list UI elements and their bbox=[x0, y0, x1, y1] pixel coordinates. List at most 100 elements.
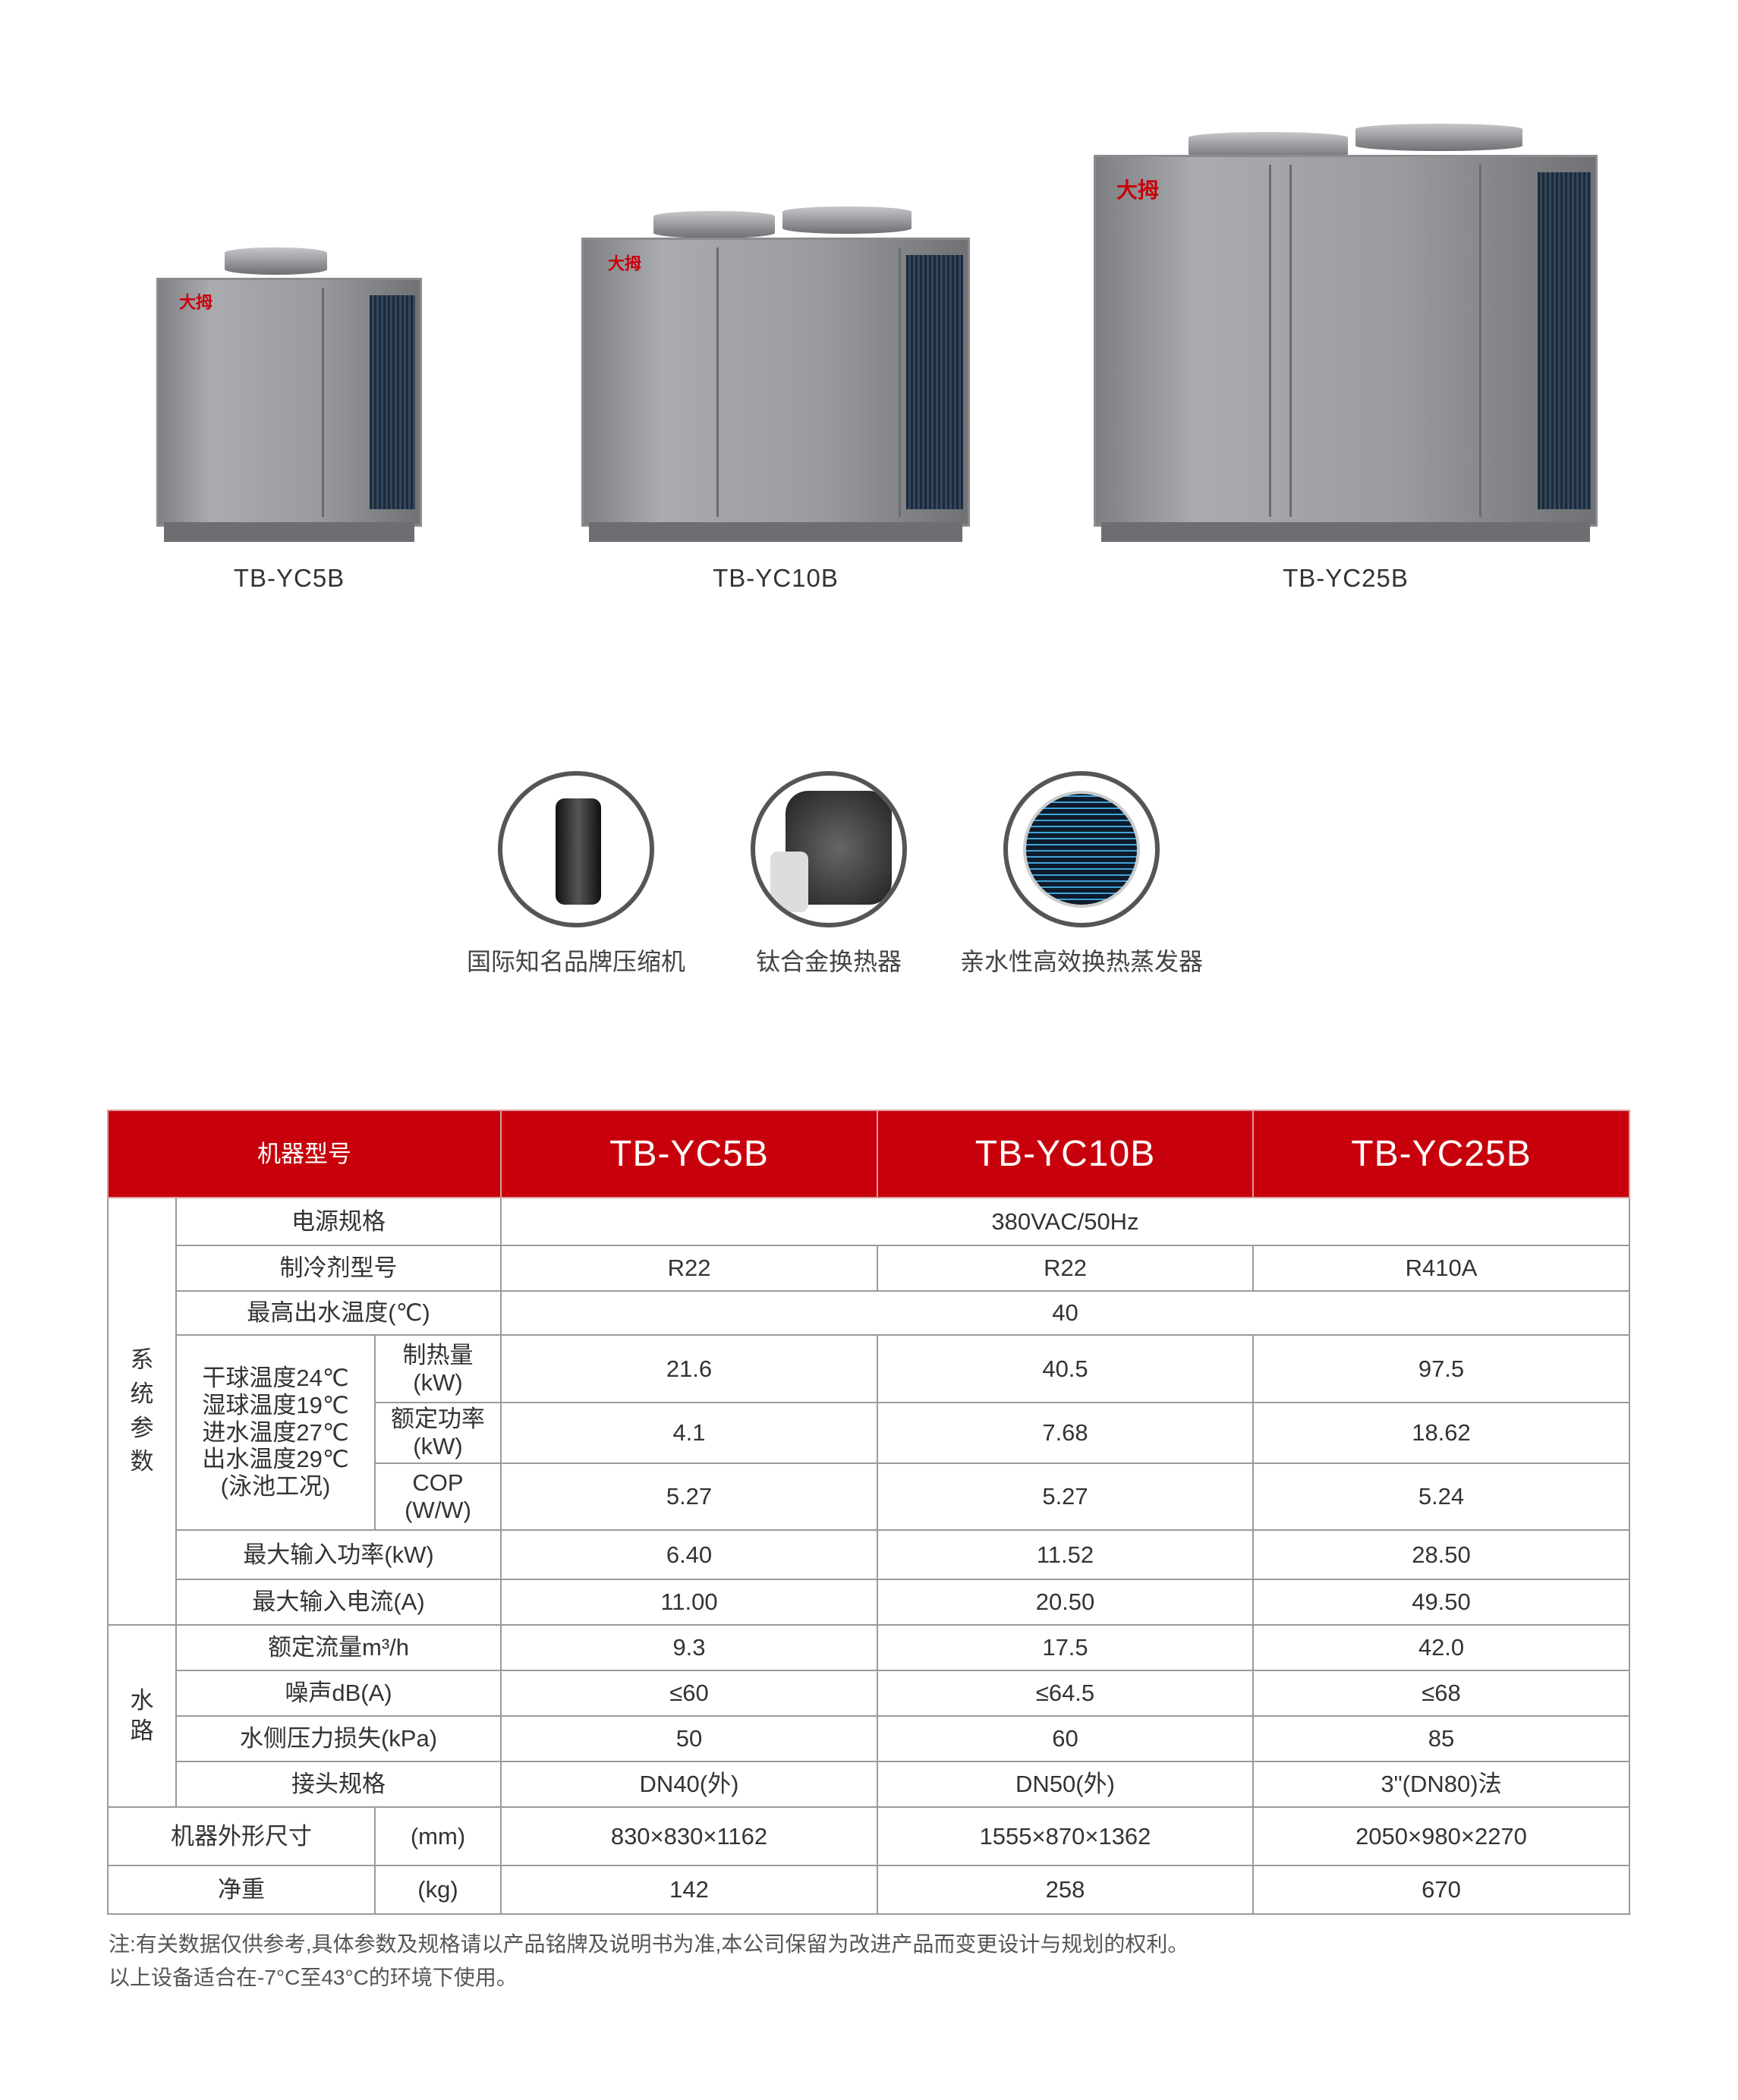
cell-value: 2050×980×2270 bbox=[1252, 1806, 1630, 1866]
row-label: 最大输入功率(kW) bbox=[175, 1529, 502, 1580]
cell-value: 21.6 bbox=[500, 1334, 878, 1403]
product-label: TB-YC25B bbox=[1283, 564, 1409, 592]
header-model: TB-YC5B bbox=[500, 1110, 878, 1198]
table-row: 净重 (kg) 142 258 670 bbox=[107, 1865, 1630, 1915]
table-row: 水 路 额定流量m³/h 9.3 17.5 42.0 bbox=[107, 1624, 1630, 1808]
cell-value: 9.3 bbox=[500, 1624, 878, 1671]
product-label: TB-YC5B bbox=[233, 564, 345, 592]
row-label: 电源规格 bbox=[175, 1197, 502, 1246]
group-system-label: 系 统 参 数 bbox=[107, 1197, 177, 1626]
row-label: 最高出水温度(℃) bbox=[175, 1290, 502, 1336]
test-condition: 干球温度24℃ 湿球温度19℃ 进水温度27℃ 出水温度29℃ (泳池工况) bbox=[175, 1334, 376, 1531]
cell-value: 6.40 bbox=[500, 1529, 878, 1580]
cell-value: 5.27 bbox=[500, 1462, 878, 1531]
table-row: 干球温度24℃ 湿球温度19℃ 进水温度27℃ 出水温度29℃ (泳池工况) 制… bbox=[108, 1334, 1630, 1531]
cell-value: 3"(DN80)法 bbox=[1252, 1761, 1630, 1808]
cell-value: 258 bbox=[877, 1865, 1254, 1915]
table-header-row: 机器型号 TB-YC5B TB-YC10B TB-YC25B bbox=[107, 1110, 1630, 1198]
cell-value: 42.0 bbox=[1252, 1624, 1630, 1671]
brand-logo: 大拇 bbox=[179, 293, 213, 312]
condition-line: 干球温度24℃ bbox=[202, 1365, 349, 1392]
cell-value: R22 bbox=[877, 1245, 1254, 1292]
cell-value: 40.5 bbox=[877, 1334, 1254, 1403]
cell-value: 5.24 bbox=[1252, 1462, 1630, 1531]
condition-line: 出水温度29℃ bbox=[202, 1446, 349, 1473]
cell-value: R22 bbox=[500, 1245, 878, 1292]
product-image-tb-yc25b: 大拇 bbox=[1094, 121, 1598, 542]
footnote: 以上设备适合在-7°C至43°C的环境下使用。 bbox=[109, 1966, 518, 1989]
table-row: COP(W/W) 5.27 5.27 5.24 bbox=[108, 1462, 1630, 1531]
row-label: 接头规格 bbox=[175, 1761, 502, 1808]
cell-value: 11.00 bbox=[500, 1579, 878, 1626]
compressor-icon bbox=[498, 771, 654, 927]
header-label: 机器型号 bbox=[107, 1110, 502, 1198]
cell-value: ≤68 bbox=[1252, 1670, 1630, 1717]
titanium-heat-exchanger-icon bbox=[751, 771, 907, 927]
row-label: 最大输入电流(A) bbox=[175, 1579, 502, 1626]
cell-value: 49.50 bbox=[1252, 1579, 1630, 1626]
row-label: 净重 bbox=[107, 1865, 376, 1915]
table-row: 最大输入电流(A) 11.00 20.50 49.50 bbox=[108, 1579, 1630, 1626]
cell-value: ≤64.5 bbox=[877, 1670, 1254, 1717]
condition-line: 湿球温度19℃ bbox=[202, 1392, 349, 1419]
label-text: 制热量 bbox=[402, 1341, 474, 1368]
cell-value: 50 bbox=[500, 1715, 878, 1762]
cell-value: 97.5 bbox=[1252, 1334, 1630, 1403]
row-label: COP(W/W) bbox=[374, 1462, 502, 1531]
product-label: TB-YC10B bbox=[713, 564, 839, 592]
cell-value: 11.52 bbox=[877, 1529, 1254, 1580]
cell-value: DN40(外) bbox=[500, 1761, 878, 1808]
cell-value: 85 bbox=[1252, 1715, 1630, 1762]
cell-value: 670 bbox=[1252, 1865, 1630, 1915]
cell-value: 5.27 bbox=[877, 1462, 1254, 1531]
cell-value: ≤60 bbox=[500, 1670, 878, 1717]
row-label: 机器外形尺寸 bbox=[107, 1806, 376, 1866]
cell-value: 380VAC/50Hz bbox=[500, 1197, 1630, 1246]
row-label: 噪声dB(A) bbox=[175, 1670, 502, 1717]
table-row: 噪声dB(A) ≤60 ≤64.5 ≤68 bbox=[108, 1670, 1630, 1717]
unit-text: (kW) bbox=[413, 1433, 463, 1459]
unit-label: (kg) bbox=[374, 1865, 502, 1915]
row-label: 制热量(kW) bbox=[374, 1334, 502, 1403]
label-text: 额定功率 bbox=[391, 1406, 485, 1433]
table-row: 系 统 参 数 电源规格 380VAC/50Hz bbox=[107, 1197, 1630, 1626]
cell-value: 4.1 bbox=[500, 1402, 878, 1464]
cell-value: 142 bbox=[500, 1865, 878, 1915]
cell-value: 1555×870×1362 bbox=[877, 1806, 1254, 1866]
unit-text: (W/W) bbox=[405, 1497, 471, 1523]
unit-text: (kW) bbox=[413, 1368, 463, 1396]
cell-value: 60 bbox=[877, 1715, 1254, 1762]
table-row: 机器外形尺寸 (mm) 830×830×1162 1555×870×1362 2… bbox=[107, 1806, 1630, 1866]
unit-label: (mm) bbox=[374, 1806, 502, 1866]
feature-label: 亲水性高效换热蒸发器 bbox=[959, 948, 1203, 975]
evaporator-icon bbox=[1003, 771, 1160, 927]
row-label: 额定功率(kW) bbox=[374, 1402, 502, 1464]
footnote: 注:有关数据仅供参考,具体参数及规格请以产品铭牌及说明书为准,本公司保留为改进产… bbox=[109, 1932, 1189, 1956]
cell-value: 20.50 bbox=[877, 1579, 1254, 1626]
row-label: 制冷剂型号 bbox=[175, 1245, 502, 1292]
header-model: TB-YC10B bbox=[877, 1110, 1254, 1198]
brand-logo: 大拇 bbox=[608, 254, 642, 273]
table-row: 最高出水温度(℃) 40 bbox=[108, 1290, 1630, 1336]
table-row: 接头规格 DN40(外) DN50(外) 3"(DN80)法 bbox=[108, 1761, 1630, 1808]
table-row: 最大输入功率(kW) 6.40 11.52 28.50 bbox=[108, 1529, 1630, 1580]
cell-value: 28.50 bbox=[1252, 1529, 1630, 1580]
cell-value: 830×830×1162 bbox=[500, 1806, 878, 1866]
cell-value: 7.68 bbox=[877, 1402, 1254, 1464]
product-image-tb-yc5b: 大拇 bbox=[156, 247, 422, 542]
row-label: 额定流量m³/h bbox=[175, 1624, 502, 1671]
cell-value: 18.62 bbox=[1252, 1402, 1630, 1464]
cell-value: 40 bbox=[500, 1290, 1630, 1336]
cell-value: 17.5 bbox=[877, 1624, 1254, 1671]
product-image-tb-yc10b: 大拇 bbox=[581, 206, 970, 542]
label-text: COP bbox=[412, 1469, 464, 1497]
table-row: 额定功率(kW) 4.1 7.68 18.62 bbox=[108, 1402, 1630, 1464]
feature-label: 钛合金换热器 bbox=[755, 948, 902, 975]
brand-logo: 大拇 bbox=[1116, 178, 1160, 202]
cell-value: DN50(外) bbox=[877, 1761, 1254, 1808]
spec-table: 机器型号 TB-YC5B TB-YC10B TB-YC25B 系 统 参 数 电… bbox=[107, 1110, 1630, 1915]
table-row: 水侧压力损失(kPa) 50 60 85 bbox=[108, 1715, 1630, 1762]
table-row: 制冷剂型号 R22 R22 R410A bbox=[108, 1245, 1630, 1292]
header-model: TB-YC25B bbox=[1252, 1110, 1630, 1198]
condition-line: 进水温度27℃ bbox=[202, 1418, 349, 1446]
